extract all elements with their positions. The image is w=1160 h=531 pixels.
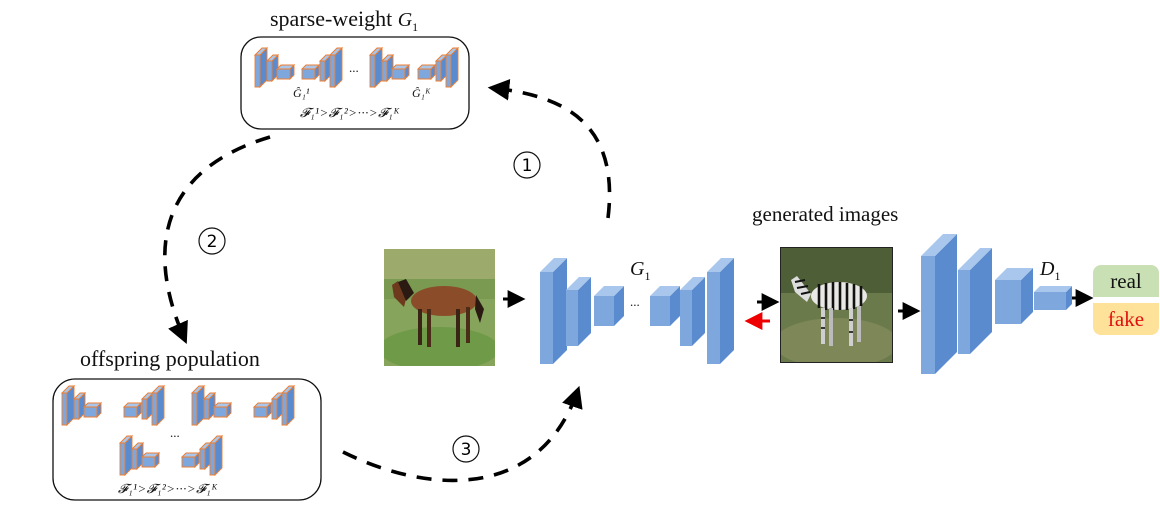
- offspring-net-c-layer-6: [208, 434, 224, 477]
- sparse-net-b-layer-6: [444, 46, 460, 89]
- generator-layer-6: [707, 258, 734, 364]
- generator-layer-3: [594, 286, 624, 326]
- discriminator-layer-2: [958, 248, 992, 354]
- sparse-net-a-layer-3: [275, 63, 296, 81]
- sparse-net-b-layer-2: [380, 53, 395, 83]
- sparse-net-b-layer-1: [368, 46, 384, 89]
- sparse-net-a-layer-5: [318, 53, 333, 83]
- sparse-g-sub: 1: [412, 20, 419, 34]
- g1-letter: G: [630, 258, 645, 280]
- offspring-net-b-layer-3: [212, 401, 233, 419]
- step3-circle: [452, 435, 480, 463]
- generator-layer-5: [680, 277, 705, 346]
- d1-sub: 1: [1054, 269, 1061, 283]
- real-output-label: real: [1093, 265, 1159, 297]
- sparse-weight-box: [240, 36, 470, 130]
- offspring-net-a-layer-2: [72, 391, 87, 421]
- sparse-g-letter: G: [397, 9, 413, 31]
- sparse-weight-text: sparse-weight: [270, 6, 393, 31]
- sparse-ghat-first: Ĝ₁¹: [293, 86, 310, 100]
- offspring-net-c-layer-1: [118, 434, 134, 477]
- discriminator-d1: [921, 234, 1072, 374]
- sparse-weight-network-icons: [253, 46, 460, 89]
- offspring-net-b-layer-4: [252, 401, 273, 419]
- sparse-net-b-layer-4: [416, 63, 437, 81]
- offspring-net-a-layer-1: [60, 384, 76, 427]
- offspring-dots: ...: [170, 425, 180, 440]
- sparse-net-a-layer-2: [265, 53, 280, 83]
- sparse-net-a-layer-6: [328, 46, 344, 89]
- generator-layer-2: [566, 277, 591, 346]
- step2-circle: [198, 227, 226, 255]
- discriminator-layer-1: [921, 234, 957, 374]
- offspring-net-a-layer-3: [82, 401, 103, 419]
- generator-dots: ...: [630, 294, 640, 309]
- generator-layer-4: [650, 286, 680, 326]
- offspring-net-a-layer-4: [122, 401, 143, 419]
- sparse-ghat-last: Ĝ₁ᴷ: [412, 86, 431, 100]
- step2-number: 2: [207, 232, 218, 252]
- fake-output-label: fake: [1093, 303, 1159, 335]
- step3-number: 3: [461, 440, 472, 460]
- offspring-net-a-layer-6: [150, 384, 166, 427]
- d1-letter: D: [1040, 258, 1055, 280]
- sparse-dots: ...: [349, 60, 359, 75]
- generator-label: G1: [630, 258, 650, 284]
- sparse-net-a-layer-1: [253, 46, 269, 89]
- offspring-net-b-layer-2: [202, 391, 217, 421]
- offspring-net-c-layer-4: [180, 451, 201, 469]
- offspring-net-c-layer-5: [198, 441, 213, 471]
- offspring-network-icons: [60, 384, 296, 477]
- sparse-net-b-layer-3: [390, 63, 411, 81]
- offspring-net-c-layer-3: [140, 451, 161, 469]
- step2-dashed-arrow: [163, 135, 271, 344]
- offspring-inequality: 𝓕₁¹>𝓕₁²>···>𝓕₁ᴷ: [118, 481, 219, 496]
- sparse-g-symbol: G1: [397, 9, 419, 34]
- step1-dashed-arrow: [487, 79, 612, 219]
- discriminator-layer-4: [1034, 286, 1072, 310]
- offspring-net-c-layer-2: [130, 441, 145, 471]
- offspring-net-a-layer-5: [140, 391, 155, 421]
- horse-photo: [384, 249, 495, 366]
- generator-g1: [540, 258, 734, 364]
- offspring-net-b-layer-5: [270, 391, 285, 421]
- discriminator-layer-3: [995, 268, 1033, 324]
- generator-layer-1: [540, 258, 567, 364]
- step3-dashed-arrow: [342, 385, 583, 483]
- sparse-weight-title: sparse-weight G1: [270, 6, 418, 35]
- offspring-net-b-layer-6: [280, 384, 296, 427]
- offspring-net-b-layer-1: [190, 384, 206, 427]
- zebra-photo: [780, 247, 893, 363]
- step1-circle: [513, 151, 541, 179]
- g1-sub: 1: [644, 269, 651, 283]
- generated-images-title: generated images: [752, 202, 899, 226]
- discriminator-label: D1: [1040, 258, 1060, 284]
- sparse-net-b-layer-5: [434, 53, 449, 83]
- step1-number: 1: [522, 156, 533, 176]
- sparse-inequality: 𝓕₁¹>𝓕₁²>···>𝓕₁ᴷ: [300, 105, 401, 120]
- offspring-population-title: offspring population: [80, 346, 260, 371]
- sparse-net-a-layer-4: [300, 63, 321, 81]
